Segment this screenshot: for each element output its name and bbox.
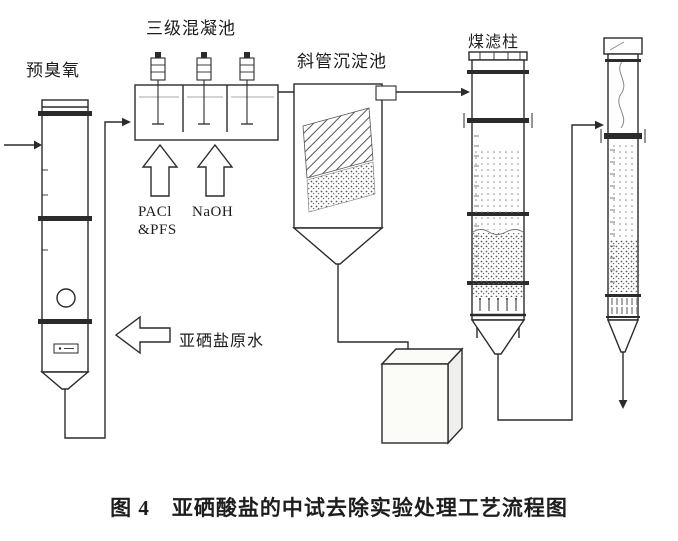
cone-bottom [40,371,90,390]
box-side-face [447,347,463,445]
pipe-settler-to-sludge-box [337,263,409,352]
flow-arrowhead [122,117,131,127]
outlet-box [375,85,397,101]
mixer-motor [150,52,166,125]
inclined-tube-settler-label: 斜管沉淀池 [297,52,387,71]
up-arrow-naoh [196,143,234,197]
pipe-coal-filter-to-second-column [497,120,604,421]
filter-media-upper [609,145,637,240]
chemical-pfs-label: &PFS [138,222,177,238]
cone-bottom [470,319,526,355]
tube-module-media [306,161,376,213]
flange [605,59,641,62]
coagulation-tank [134,52,279,141]
pipe-settler-to-coal-filter [396,87,470,97]
flange [38,111,92,116]
second-filter-column [600,37,646,353]
pipes [4,87,628,439]
sludge-tank-box [380,347,464,445]
pipe-second-column-outlet [618,352,628,409]
cone-bottom [292,227,384,265]
top-cap [468,51,528,61]
flange [605,294,641,297]
flow-arrowhead [461,87,470,97]
flow-arrowhead [595,120,604,130]
flange [38,216,92,221]
filter-media-lower [609,240,637,292]
diffuser-circle [56,288,76,308]
flange [467,70,529,74]
pipe-feed-inlet [4,140,42,150]
flow-arrowhead [34,140,42,150]
coal-filter-column [463,51,533,355]
flow-arrowhead [618,400,628,409]
flange [604,133,642,139]
mixer-motor [196,52,212,125]
top-box [603,37,643,55]
tube-module-hatch [302,107,374,179]
figure-caption: 图 4 亚硒酸盐的中试去除实验处理工艺流程图 [110,496,568,520]
flange [38,319,92,324]
pre-ozone-column [38,99,92,390]
raw-water-arrow [114,315,171,355]
chemical-dosing-arrows [141,143,234,197]
chemical-naoh-label: NaOH [192,204,234,220]
box-front-face [381,363,449,444]
pre-ozone-label: 预臭氧 [26,61,80,80]
underdrain-nozzles [479,298,517,311]
chemical-pacl-label: PACl [138,204,172,220]
support-gravel [609,298,637,314]
inclined-tube-settler [292,83,397,265]
internal-tube-squiggle [618,61,625,129]
mixer-motor [239,52,255,125]
pipe-ozone-to-coagulation [64,117,131,439]
filter-media-coal [473,233,523,297]
coal-filter-column-label: 煤滤柱 [468,34,520,51]
cone-bottom [606,319,640,353]
flange [467,118,529,123]
coagulation-tank-label: 三级混凝池 [146,19,236,38]
up-arrow-pacl [141,143,179,197]
raw-water-label: 亚硒盐原水 [179,333,265,350]
filter-media-upper [473,150,523,230]
